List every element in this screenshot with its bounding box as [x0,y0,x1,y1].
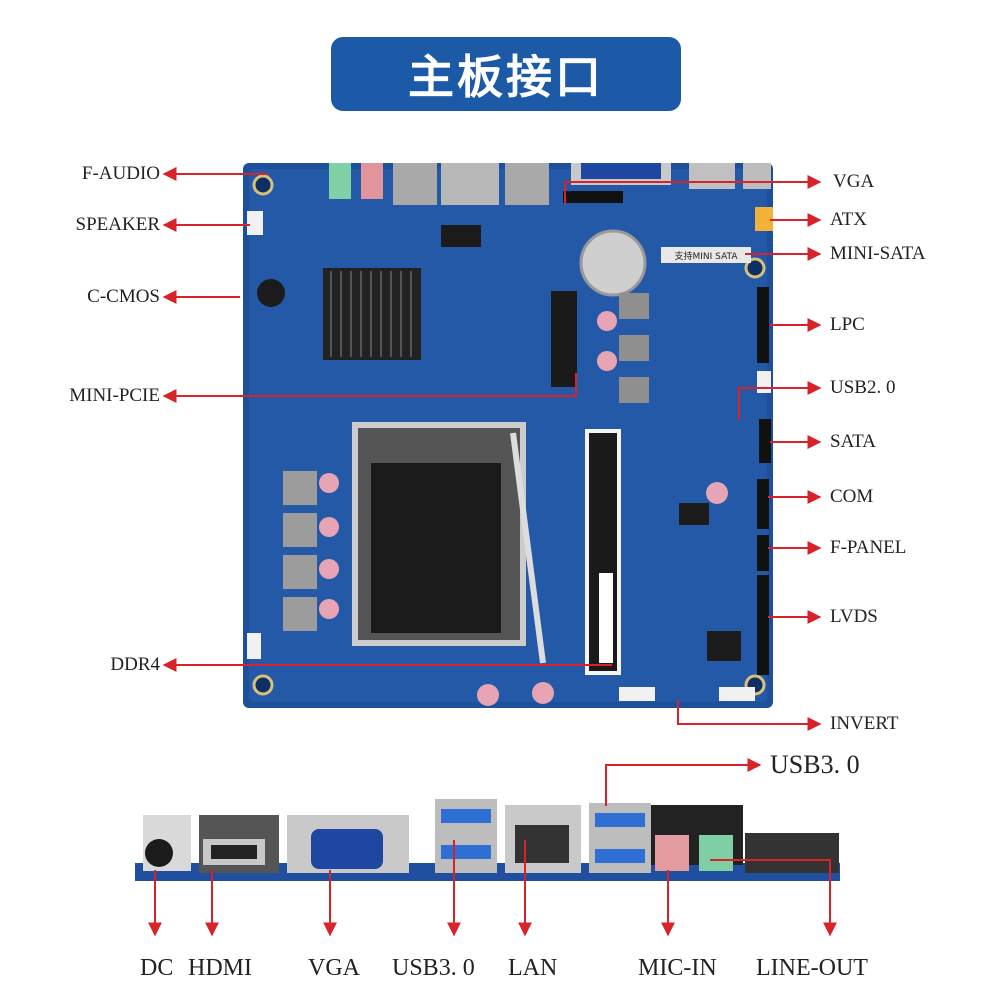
label-io-lan: LAN [508,955,558,981]
label-invert: INVERT [830,713,899,734]
label-f-panel: F-PANEL [830,537,907,558]
page-title: 主板接口 [331,37,681,111]
mini-sata-tag: 支持MINI SATA [675,250,739,262]
label-lvds: LVDS [830,606,878,627]
label-speaker: SPEAKER [75,214,160,235]
label-io-dc: DC [140,955,174,981]
label-com: COM [830,486,874,507]
label-io-line-out: LINE-OUT [756,955,868,981]
label-mini-pcie: MINI-PCIE [69,385,160,406]
label-io-usb30-top: USB3. 0 [770,750,860,779]
label-f-audio: F-AUDIO [81,163,160,184]
label-vga: VGA [833,171,875,192]
label-io-usb30: USB3. 0 [392,955,475,981]
io-panel-image [135,799,840,881]
label-io-mic-in: MIC-IN [638,955,717,981]
label-sata: SATA [830,431,876,452]
label-c-cmos: C-CMOS [87,286,160,307]
label-io-vga: VGA [308,955,360,981]
label-ddr4: DDR4 [110,654,160,675]
label-atx: ATX [830,209,867,230]
label-mini-sata: MINI-SATA [830,243,926,264]
label-io-hdmi: HDMI [188,955,252,981]
label-usb20: USB2. 0 [830,377,896,398]
label-lpc: LPC [830,314,865,335]
motherboard-image: 支持MINI SATA [243,163,773,708]
